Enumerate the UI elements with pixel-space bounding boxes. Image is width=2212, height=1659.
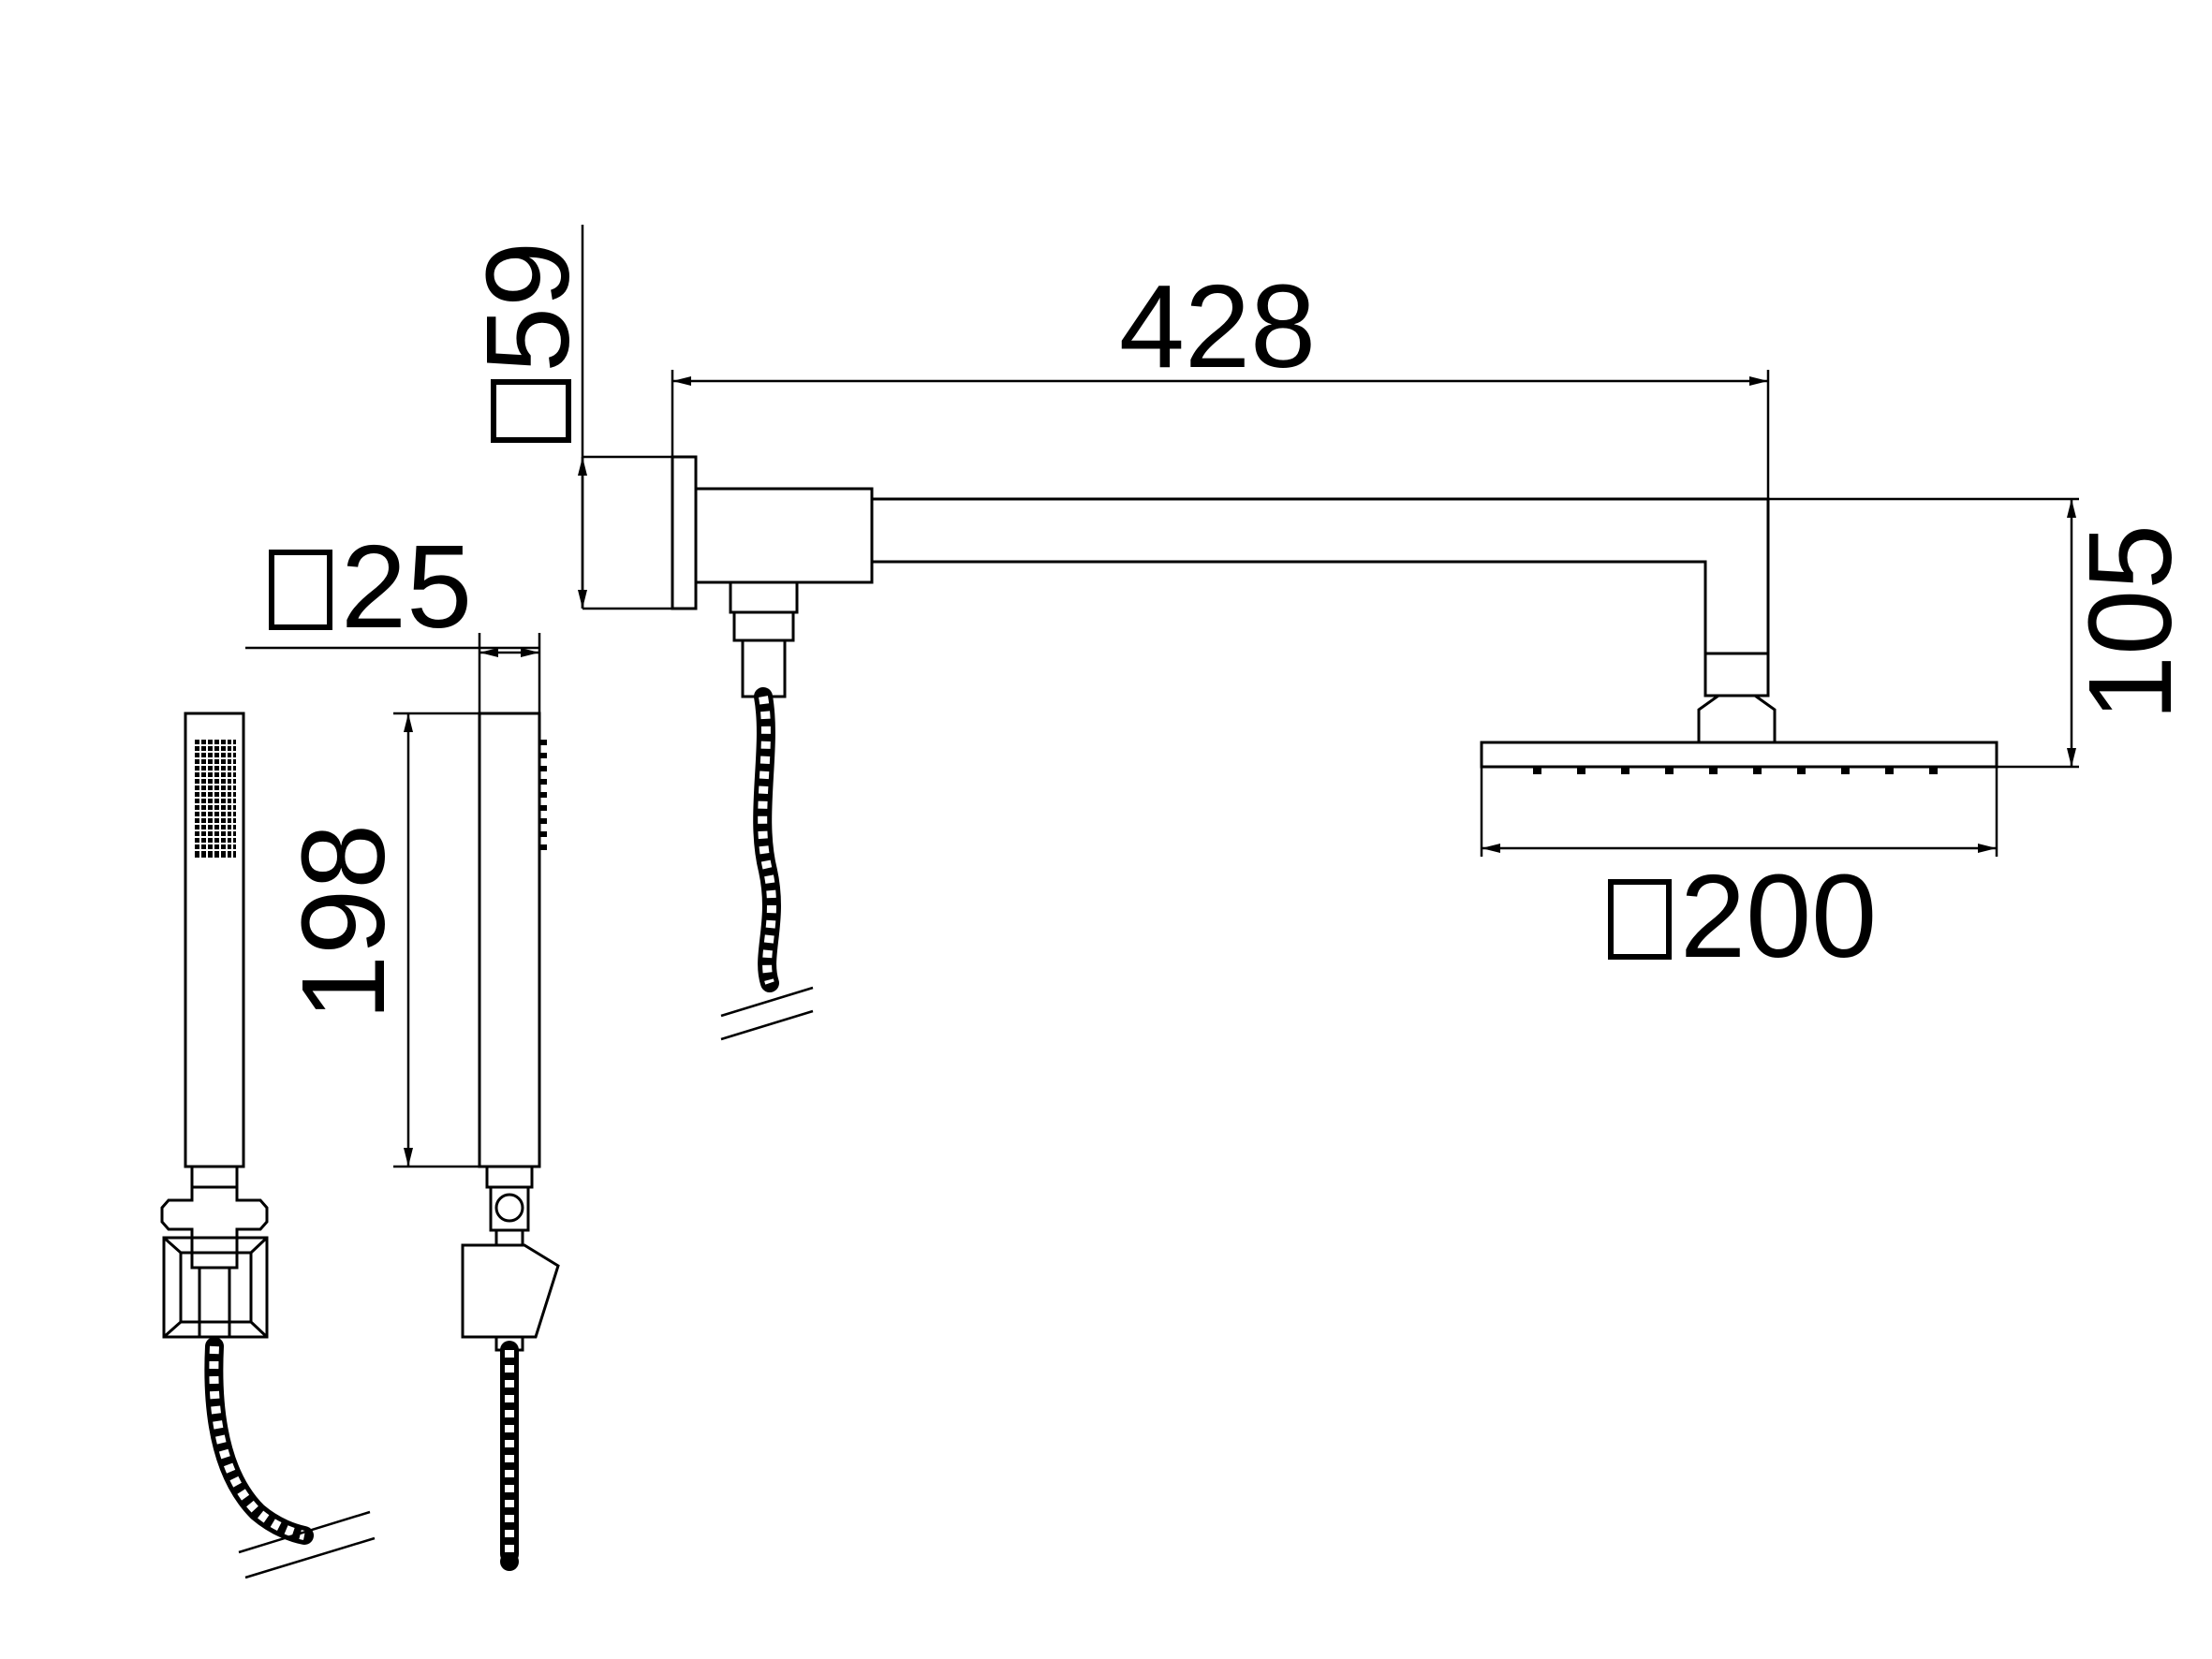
wall-flange xyxy=(671,455,698,610)
hand-shower-body-side xyxy=(478,712,541,1168)
dim-label-25: 25 xyxy=(341,521,472,653)
shower-arm xyxy=(872,497,1770,653)
hose-break-lines xyxy=(720,986,814,1041)
hand-shower-nozzle-grid xyxy=(195,740,236,858)
dimension-head-drop: 105 xyxy=(1768,497,2196,769)
hose-front xyxy=(204,1337,314,1545)
square-section-icon xyxy=(491,379,571,443)
holder-stem-front xyxy=(198,1266,231,1339)
dimension-arm-length: 428 xyxy=(671,260,1770,653)
dimension-head-size: 200 xyxy=(1480,767,1998,982)
ball-joint xyxy=(1697,694,1777,744)
shower-arm-assembly xyxy=(671,455,1998,1041)
wall-holder-front xyxy=(162,1236,269,1339)
shower-head xyxy=(1480,741,1998,769)
shower-head-nozzles xyxy=(1533,767,1938,774)
dim-label-105: 105 xyxy=(2064,524,2196,721)
wall-holder-side xyxy=(461,1243,560,1339)
dim-label-428: 428 xyxy=(1119,260,1316,392)
hose-break-lines-front xyxy=(238,1510,376,1579)
hand-shower-side-nozzles xyxy=(539,740,547,850)
dimension-hand-width: 25 xyxy=(245,521,541,713)
hand-shower-side-view xyxy=(461,712,560,1571)
swivel-joint-front xyxy=(160,1185,269,1240)
hose-outlet-nut xyxy=(732,610,795,642)
square-section-icon xyxy=(1608,879,1672,960)
hand-shower-nut-side xyxy=(485,1165,534,1189)
swivel-stem-side xyxy=(494,1228,524,1247)
dim-label-59: 59 xyxy=(462,242,594,373)
dim-label-200: 200 xyxy=(1680,850,1877,982)
dimension-wall-flange: 59 xyxy=(462,225,672,610)
hand-shower-front-view xyxy=(160,712,376,1579)
elbow-block xyxy=(694,487,874,584)
square-section-icon xyxy=(269,550,332,630)
hose-outlet xyxy=(729,580,799,614)
arm-nut xyxy=(1703,652,1770,697)
hand-shower-nut-front xyxy=(190,1165,239,1189)
dim-label-198: 198 xyxy=(277,824,409,1020)
dimension-hand-length: 198 xyxy=(277,712,479,1168)
